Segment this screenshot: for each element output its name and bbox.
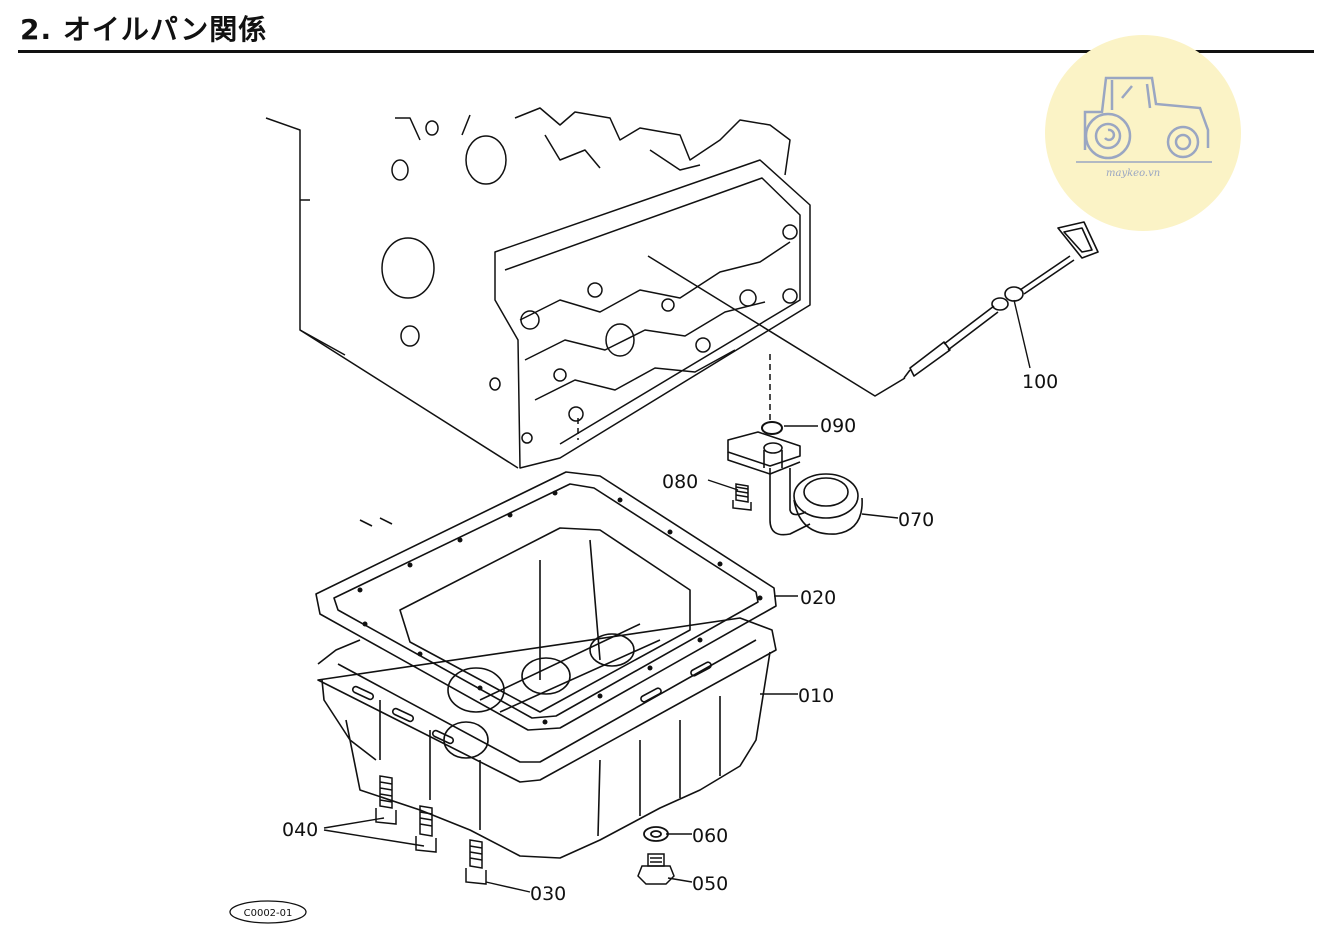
engine-block [265,107,906,469]
o-ring [761,421,783,435]
label-070: 070 [898,509,934,531]
leader-lines [323,299,1031,893]
title-rule [18,50,1314,53]
page-title: 2. オイルパン関係 [20,13,268,46]
part-labels: 100 090 080 070 020 010 040 060 050 030 [282,371,1058,905]
bolt-030 [465,839,487,885]
figure-code: C0002-01 [229,900,307,924]
label-040: 040 [282,819,318,841]
watermark-logo: maykeo.vn [1045,35,1241,231]
label-030: 030 [530,883,566,905]
label-050: 050 [692,873,728,895]
figure-code-outline [229,900,307,924]
watermark-text: maykeo.vn [1106,168,1160,179]
label-100: 100 [1022,371,1058,393]
oil-pan [317,517,777,859]
gasket [315,471,777,731]
label-080: 080 [662,471,698,493]
tractor-icon [1076,76,1212,163]
label-090: 090 [820,415,856,437]
bolt-040 [375,775,437,853]
label-020: 020 [800,587,836,609]
drain-plug-050 [637,853,675,885]
dipstick [903,221,1099,379]
bolt-080 [732,483,752,511]
watermark-circle [1045,35,1241,231]
oil-strainer [727,431,863,536]
label-060: 060 [692,825,728,847]
figure-code-text: C0002-01 [244,908,293,919]
washer-060 [643,826,669,842]
label-010: 010 [798,685,834,707]
